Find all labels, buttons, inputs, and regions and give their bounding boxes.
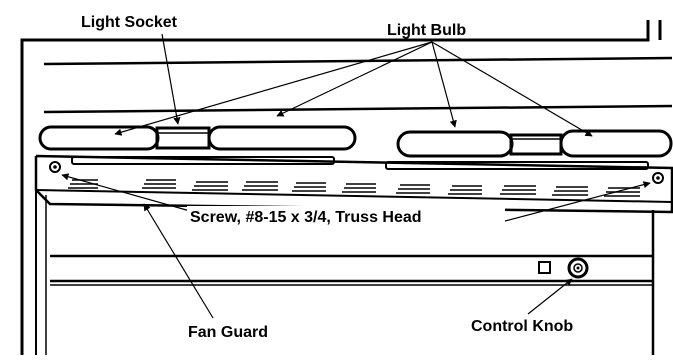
leader-light-socket xyxy=(161,33,181,125)
right-light-assembly xyxy=(396,129,673,158)
indicator-square xyxy=(538,261,551,274)
leader-screw-right xyxy=(504,181,651,222)
leader-lines xyxy=(61,33,651,319)
light-socket-right xyxy=(509,133,563,156)
light-socket-left xyxy=(155,126,211,150)
label-screw: Screw, #8-15 x 3/4, Truss Head xyxy=(190,209,422,226)
control-knob xyxy=(567,257,589,279)
fan-guard-panel xyxy=(34,154,673,214)
label-light-socket: Light Socket xyxy=(81,14,178,31)
light-bulb-left-1 xyxy=(38,125,160,151)
control-strip xyxy=(50,254,653,286)
label-control-knob: Control Knob xyxy=(471,318,573,335)
leader-light-bulb-4 xyxy=(431,41,593,137)
label-fan-guard: Fan Guard xyxy=(188,324,268,341)
leader-light-bulb-2 xyxy=(276,41,433,117)
fan-guard-louvers xyxy=(68,179,640,197)
leader-control-knob xyxy=(527,278,573,315)
light-bulb-right-2 xyxy=(559,129,673,158)
leader-light-bulb-1 xyxy=(114,41,433,136)
label-light-bulb: Light Bulb xyxy=(387,22,466,39)
left-light-assembly xyxy=(38,125,357,151)
screw-head-left xyxy=(49,161,61,173)
leader-light-bulb-3 xyxy=(431,41,457,128)
leader-screw-left xyxy=(61,173,191,212)
screw-head-right xyxy=(652,172,664,184)
light-bulb-left-2 xyxy=(207,125,357,151)
labels: Light Socket Light Bulb Screw, #8-15 x 3… xyxy=(81,14,573,341)
light-bulb-right-1 xyxy=(396,130,514,158)
cabinet-frame xyxy=(20,20,673,355)
leader-fan-guard xyxy=(143,203,214,319)
